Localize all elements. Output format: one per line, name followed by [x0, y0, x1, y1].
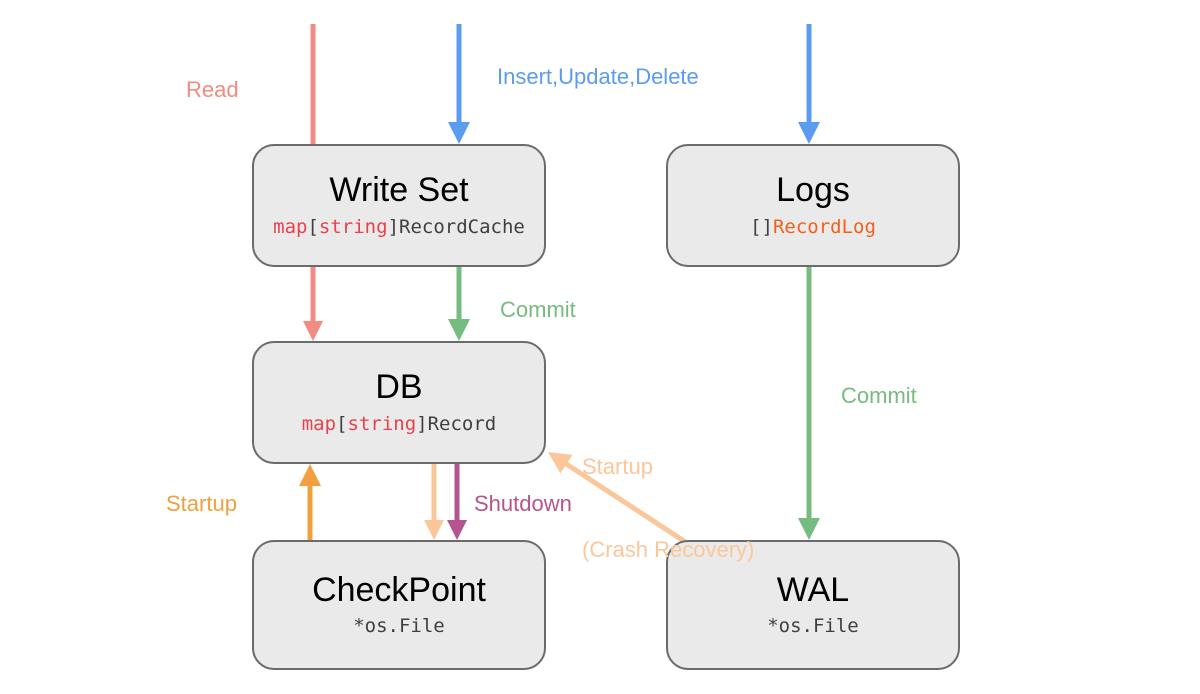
edge-crash-recovery-head [548, 452, 573, 474]
node-checkpoint[interactable]: CheckPoint *os.File [252, 540, 546, 670]
edge-commit-logs-wal-head [798, 518, 820, 540]
edge-commit-writeset-db [448, 267, 470, 341]
node-logs-title: Logs [776, 171, 850, 210]
edge-label-commit-logs-wal: Commit [841, 383, 917, 408]
edge-commit-logs-wal [798, 267, 820, 540]
code-token: string [347, 412, 417, 435]
code-token: [ [307, 215, 319, 238]
code-token: *os.File [767, 615, 859, 638]
edge-label-read: Read [186, 77, 239, 102]
code-token: ] [387, 215, 400, 238]
code-token: map [273, 215, 308, 238]
node-db-subtitle: map[string]Record [301, 412, 497, 435]
node-wal-subtitle: *os.File [767, 616, 859, 637]
edge-logs-input-head [798, 122, 820, 144]
edge-read-head [303, 321, 323, 341]
edge-label-insert-update-delete: Insert,Update,Delete [497, 64, 699, 89]
node-logs[interactable]: Logs []RecordLog [666, 144, 960, 267]
edge-logs-input [798, 24, 820, 144]
edge-label-crash-recovery-line1: Startup [582, 454, 653, 479]
edge-label-startup: Startup [166, 491, 237, 516]
edge-commit-writeset-db-head [448, 319, 470, 341]
edge-label-crash-recovery-line2: (Crash Recovery) [582, 536, 755, 562]
node-db-title: DB [375, 368, 423, 407]
code-token: RecordCache [399, 215, 525, 238]
node-write-set[interactable]: Write Set map[string]RecordCache [252, 144, 546, 267]
node-logs-subtitle: []RecordLog [750, 215, 876, 238]
edge-label-shutdown: Shutdown [474, 491, 572, 516]
edge-checkpoint-write-head [424, 520, 444, 540]
node-wal-title: WAL [776, 570, 850, 609]
edge-label-commit-writeset-db: Commit [500, 297, 576, 322]
edge-shutdown [447, 464, 467, 540]
edge-crash-recovery-shaft [565, 461, 692, 548]
edge-insert-update-delete [448, 24, 470, 144]
node-write-set-subtitle: map[string]RecordCache [273, 215, 525, 238]
code-token: [] [750, 215, 773, 238]
code-token: *os.File [353, 615, 445, 638]
node-checkpoint-subtitle: *os.File [353, 616, 445, 637]
edge-startup [299, 464, 321, 540]
node-write-set-title: Write Set [329, 171, 469, 210]
edge-crash-recovery [548, 452, 692, 548]
node-db[interactable]: DB map[string]Record [252, 341, 546, 464]
code-token: [ [336, 412, 348, 435]
node-checkpoint-title: CheckPoint [312, 570, 486, 609]
code-token: Record [427, 412, 497, 435]
node-wal[interactable]: WAL *os.File [666, 540, 960, 670]
edge-shutdown-head [447, 520, 467, 540]
edge-read [303, 301, 323, 341]
edge-label-crash-recovery: Startup (Crash Recovery) [582, 398, 754, 618]
code-token: RecordLog [772, 215, 876, 238]
code-token: ] [416, 412, 428, 435]
code-token: string [318, 215, 388, 238]
edge-checkpoint-write [424, 464, 444, 540]
code-token: map [301, 412, 337, 435]
edge-startup-head [299, 464, 321, 486]
edge-insert-update-delete-head [448, 122, 470, 144]
